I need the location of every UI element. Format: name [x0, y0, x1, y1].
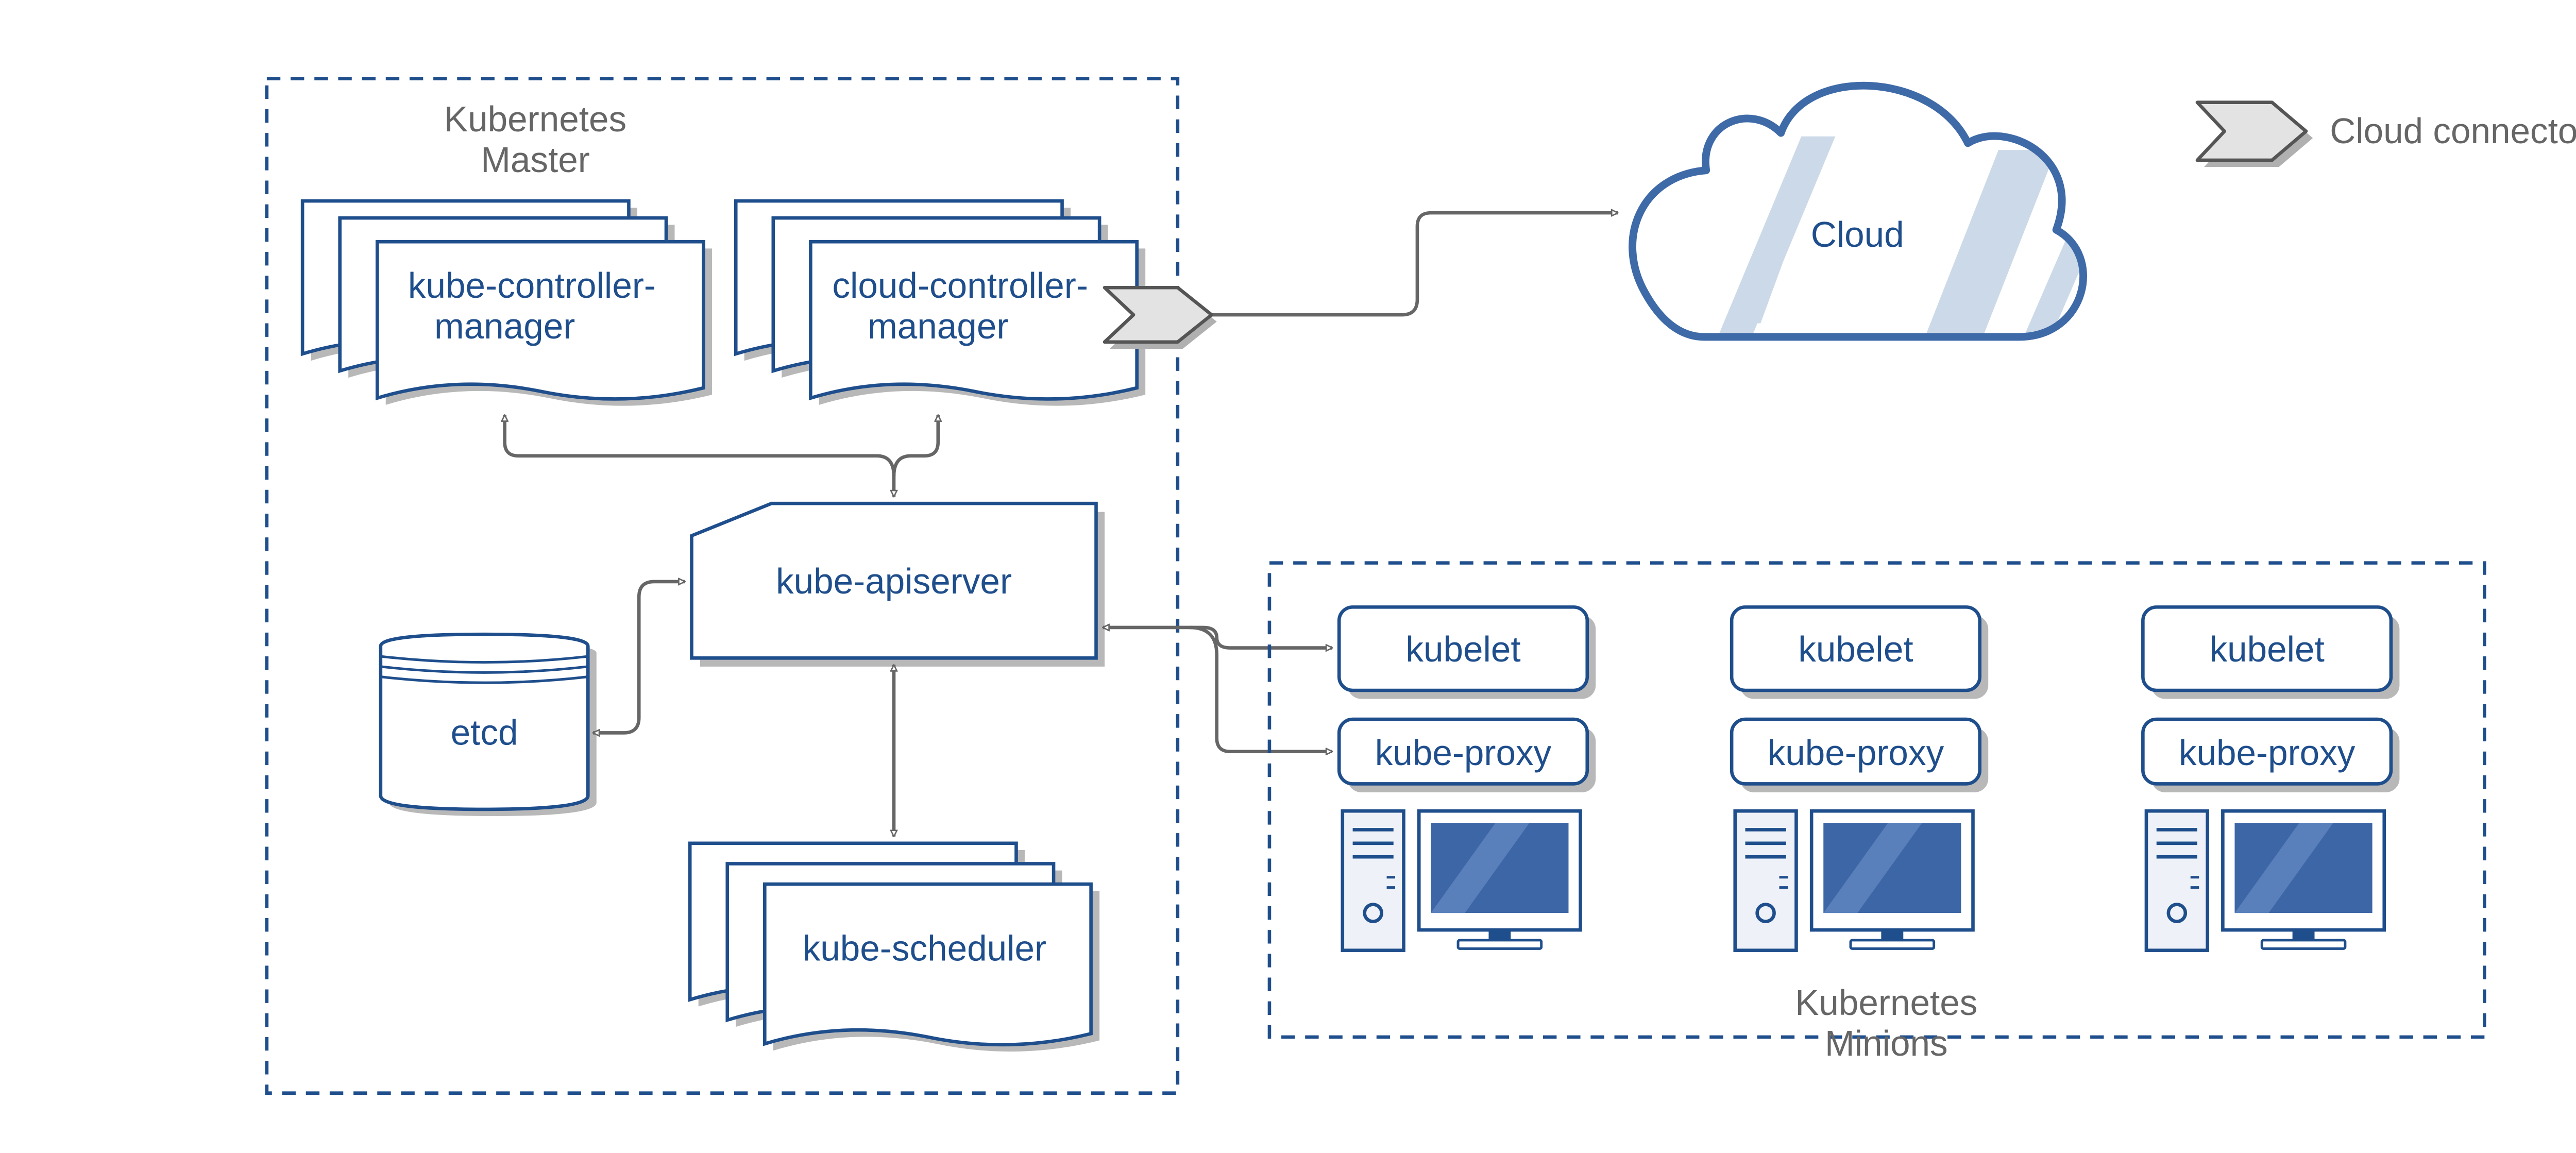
kube-apiserver-label: kube-apiserver [776, 561, 1012, 601]
master-title-line1: Kubernetes [444, 99, 626, 139]
chevron-connector-icon [1103, 285, 1217, 349]
minion-node-2: kubelet kube-proxy [1730, 605, 1989, 952]
master-boundary [265, 77, 1180, 1095]
connector-apiserver-kubelet [1103, 628, 1332, 648]
connector-apiserver-etcd [593, 582, 685, 733]
cloud-icon: Cloud [1629, 81, 2087, 341]
kube-controller-manager-label-line1: kube-controller- [408, 265, 656, 306]
kube-proxy-label: kube-proxy [1768, 733, 1944, 773]
kubelet-label: kubelet [1405, 629, 1520, 669]
minions-title-line2: Minions [1825, 1023, 1948, 1063]
legend-chevron-icon [2195, 100, 2313, 167]
connector-cloud [1210, 213, 1618, 317]
kube-controller-manager-box[interactable]: kube-controller- manager [300, 199, 713, 406]
computer-icon [1341, 809, 1582, 952]
cloud-controller-manager-box[interactable]: cloud-controller- manager [734, 199, 1146, 406]
connector-cloud-controller-apiserver [892, 415, 938, 477]
etcd-database[interactable]: etcd [379, 632, 597, 817]
kube-scheduler-box[interactable]: kube-scheduler [688, 841, 1100, 1052]
kube-proxy-box[interactable]: kube-proxy [1337, 717, 1596, 792]
minion-node-3: kubelet kube-proxy [2141, 605, 2400, 952]
kubelet-box[interactable]: kubelet [1730, 605, 1989, 699]
master-connectors [505, 213, 1618, 837]
computer-icon [1733, 809, 1975, 952]
kubelet-label: kubelet [2210, 629, 2325, 669]
kube-proxy-label: kube-proxy [2179, 733, 2355, 773]
legend-label: Cloud connector [2330, 111, 2576, 151]
kube-proxy-box[interactable]: kube-proxy [2141, 717, 2400, 792]
connector-apiserver-kube-proxy [1189, 625, 1332, 752]
cloud-controller-manager-label-line2: manager [868, 306, 1008, 346]
master-title-line2: Master [481, 140, 590, 180]
kube-controller-manager-label-line2: manager [434, 306, 575, 346]
legend: Cloud connector [2195, 100, 2576, 167]
cloud-label: Cloud [1811, 214, 1904, 255]
kube-scheduler-label: kube-scheduler [803, 928, 1047, 968]
connector-controller-apiserver [505, 415, 894, 497]
kubelet-box[interactable]: kubelet [2141, 605, 2400, 699]
minions-boundary [1267, 561, 2486, 1039]
kube-proxy-box[interactable]: kube-proxy [1730, 717, 1989, 792]
minions-title-line1: Kubernetes [1795, 982, 1977, 1023]
minion-node-1: kubelet kube-proxy [1337, 605, 1596, 952]
kubelet-box[interactable]: kubelet [1337, 605, 1596, 699]
computer-icon [2144, 809, 2386, 952]
kube-proxy-label: kube-proxy [1375, 733, 1552, 773]
etcd-label: etcd [451, 713, 518, 753]
cloud-controller-manager-label-line1: cloud-controller- [832, 265, 1088, 306]
kubelet-label: kubelet [1798, 629, 1913, 669]
kube-apiserver-box[interactable]: kube-apiserver [690, 501, 1105, 667]
